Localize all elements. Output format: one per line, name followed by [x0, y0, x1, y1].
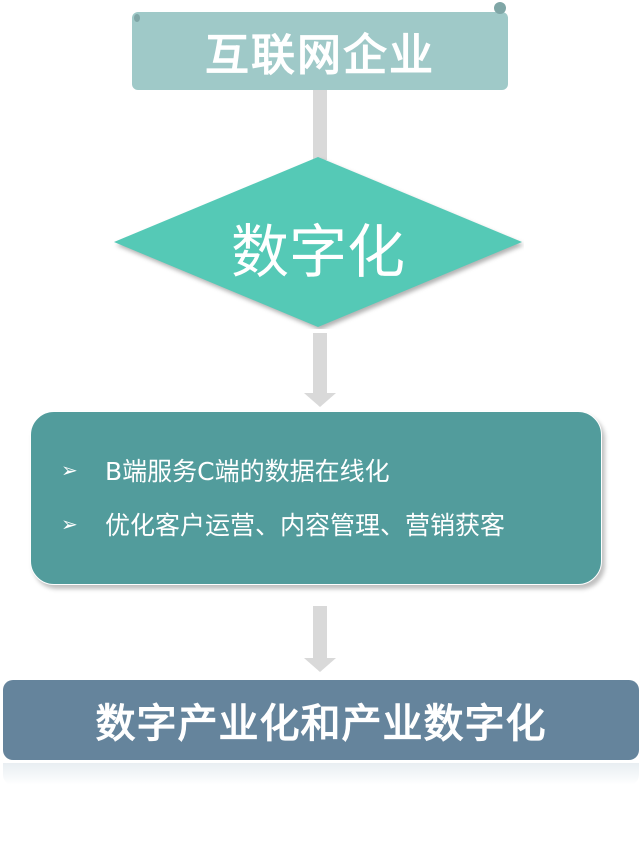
arrow-down-icon — [304, 393, 336, 407]
connector-line — [313, 90, 327, 160]
top-title: 互联网企业 — [205, 30, 435, 81]
list-item: ➢ 优化客户运营、内容管理、营销获客 — [61, 506, 505, 542]
decision-diamond — [114, 157, 522, 327]
arrow-down-icon — [304, 658, 336, 672]
list-item-text: B端服务C端的数据在线化 — [105, 457, 390, 486]
connector-line — [313, 606, 327, 658]
result-banner: 数字产业化和产业数字化 — [3, 680, 639, 760]
top-banner: 互联网企业 — [132, 12, 508, 90]
arrow-bullet-icon: ➢ — [61, 458, 78, 482]
list-item: ➢ B端服务C端的数据在线化 — [61, 452, 390, 488]
description-box: ➢ B端服务C端的数据在线化 ➢ 优化客户运营、内容管理、营销获客 — [30, 411, 602, 585]
arrow-bullet-icon: ➢ — [61, 512, 78, 536]
result-title: 数字产业化和产业数字化 — [95, 701, 547, 747]
connector-line — [313, 333, 327, 393]
diamond-label: 数字化 — [230, 218, 405, 286]
list-item-text: 优化客户运营、内容管理、营销获客 — [105, 511, 506, 540]
banner-curl — [134, 14, 140, 22]
reflection — [3, 763, 639, 785]
banner-curl — [494, 2, 506, 14]
